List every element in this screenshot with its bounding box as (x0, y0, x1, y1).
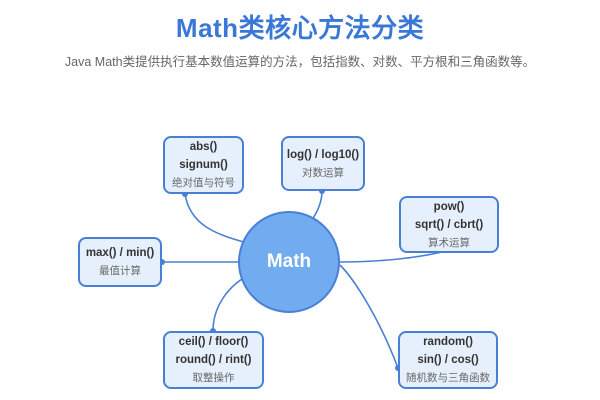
node-max-desc: 最值计算 (99, 265, 141, 277)
node-ceil-line-2: round() / rint() (175, 354, 252, 366)
node-abs-desc: 绝对值与符号 (172, 177, 235, 189)
node-log[interactable]: log() / log10() 对数运算 (281, 136, 365, 191)
node-pow-desc: 算术运算 (428, 236, 470, 249)
node-log-desc: 对数运算 (302, 166, 344, 179)
center-node-math[interactable]: Math (238, 211, 340, 313)
page-title: Math类核心方法分类 (175, 13, 425, 43)
center-node-label: Math (266, 251, 312, 272)
node-abs-line-1: abs() (189, 141, 218, 153)
node-max-line-1: max() / min() (85, 247, 155, 259)
node-pow-line-2: sqrt() / cbrt() (414, 218, 484, 231)
node-abs[interactable]: abs() signum() 绝对值与符号 (163, 136, 244, 194)
node-ceil-line-1: ceil() / floor() (178, 336, 249, 348)
node-log-line-1: log() / log10() (286, 148, 360, 161)
node-ceil[interactable]: ceil() / floor() round() / rint() 取整操作 (163, 331, 264, 389)
node-abs-line-2: signum() (179, 159, 228, 171)
node-ceil-desc: 取整操作 (192, 372, 235, 384)
page-subtitle: Java Math类提供执行基本数值运算的方法，包括指数、对数、平方根和三角函数… (64, 55, 536, 69)
node-random-desc: 随机数与三角函数 (406, 372, 490, 384)
node-random[interactable]: random() sin() / cos() 随机数与三角函数 (398, 331, 498, 389)
node-random-line-1: random() (423, 336, 473, 348)
node-max[interactable]: max() / min() 最值计算 (78, 237, 162, 287)
node-random-line-2: sin() / cos() (417, 354, 479, 366)
node-pow-line-1: pow() (433, 200, 465, 213)
node-pow[interactable]: pow() sqrt() / cbrt() 算术运算 (399, 196, 499, 253)
link-random (339, 264, 399, 369)
